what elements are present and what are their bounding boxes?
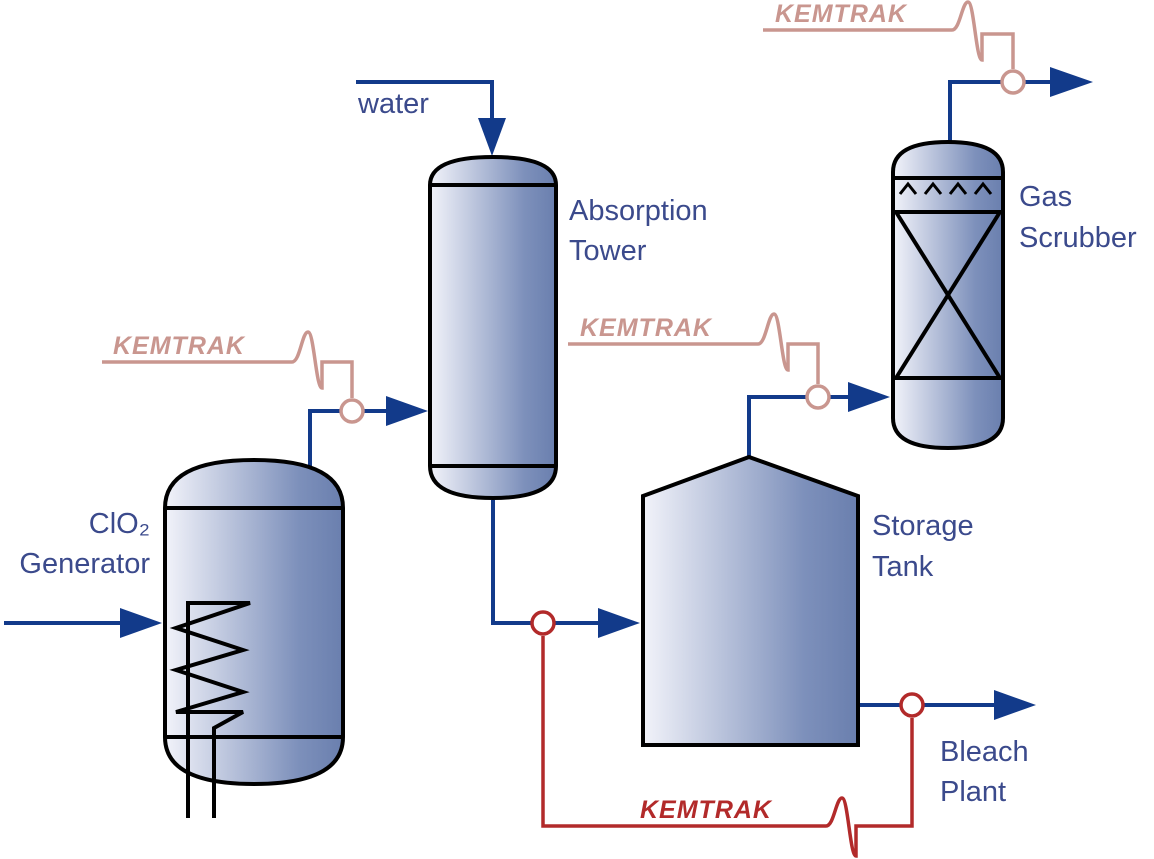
spray-nozzles [898,181,993,195]
gas-scrubber [891,139,1005,451]
kemtrak-analyzer-3: KEMTRAK [763,0,1026,95]
scrubber-outlet-arrow [1050,67,1093,97]
tank-to-scrubber-arrow [848,382,890,412]
clo2-generator-label-line2: Generator [19,548,150,580]
kemtrak-analyzer-4: KEMTRAK [530,610,925,858]
storage-tank-label-line2: Tank [872,551,934,583]
absorption-tower [428,154,558,501]
sensor-ring-2 [805,384,831,410]
tank-to-bleach-arrow [994,690,1036,720]
tower-to-tank-pipe [491,500,600,625]
scrubber-outlet-pipe [948,80,1052,142]
tank-to-scrubber-pipe [747,395,850,457]
kemtrak-loop-4 [541,636,914,858]
generator-to-tower-arrow [386,396,428,426]
tower-to-tank-arrow [598,608,640,638]
sensor-ring-1 [339,398,365,424]
kemtrak-analyzer-2: KEMTRAK [568,312,831,410]
water-label: water [357,88,429,120]
water-inlet-pipe [356,80,494,120]
gas-scrubber-label-line1: Gas [1019,181,1072,213]
storage-tank-label-line1: Storage [872,510,974,542]
clo2-generator-label-line1: ClO₂ [89,508,150,540]
kemtrak-brand-4: KEMTRAK [640,796,773,824]
kemtrak-signal-1 [102,330,354,398]
clo2-generator [163,457,345,818]
kemtrak-brand-3: KEMTRAK [775,0,908,28]
heating-coil [169,601,251,818]
bleach-plant-label-line1: Bleach [940,736,1029,768]
generator-inlet-arrow [120,608,162,638]
sensor-ring-4a [530,610,556,636]
kemtrak-signal-2 [568,312,820,384]
sensor-ring-3 [1000,69,1026,95]
kemtrak-signal-3 [763,0,1015,69]
absorption-tower-label-line1: Absorption [569,195,708,227]
water-inlet-arrow [478,118,506,156]
kemtrak-brand-2: KEMTRAK [580,314,713,342]
absorption-tower-label-line2: Tower [569,235,647,267]
storage-tank [641,454,860,747]
kemtrak-analyzer-1: KEMTRAK [102,330,365,424]
gas-scrubber-label-line2: Scrubber [1019,222,1137,254]
sensor-ring-4b [899,692,925,718]
kemtrak-brand-1: KEMTRAK [113,332,246,360]
bleach-plant-label-line2: Plant [940,776,1006,808]
